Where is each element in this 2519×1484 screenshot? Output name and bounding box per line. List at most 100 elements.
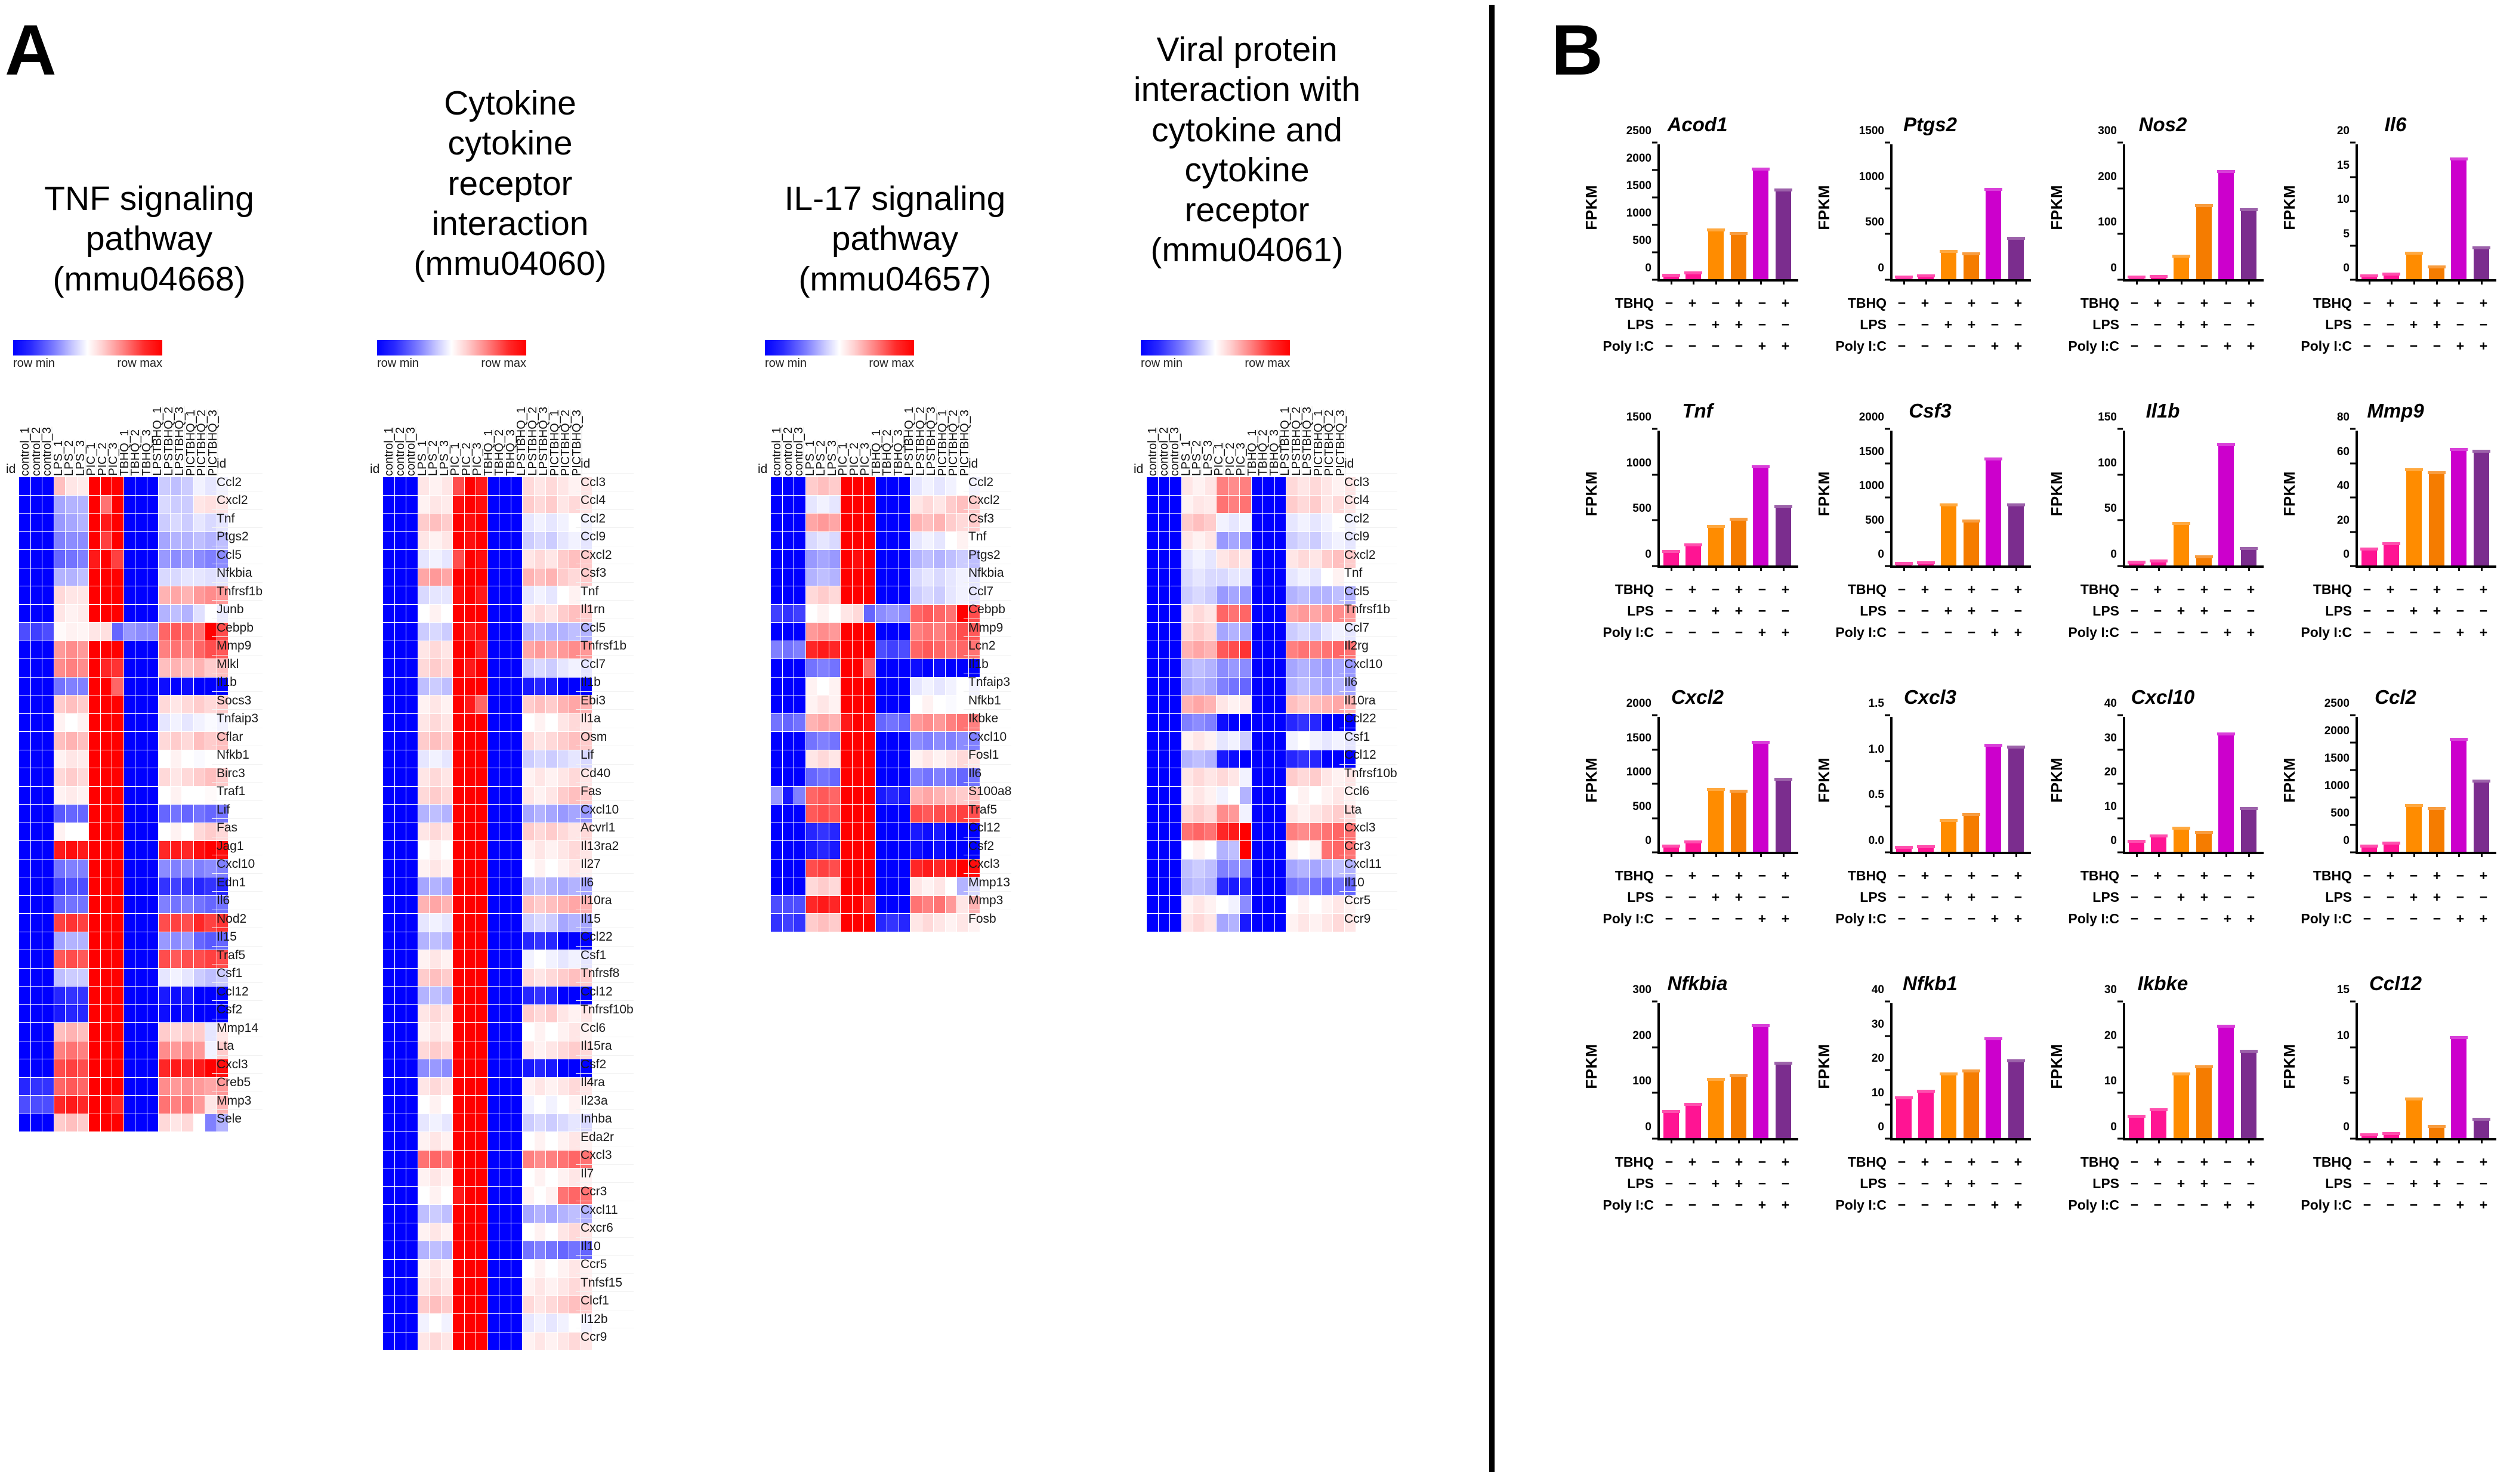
heatmap-cell [42,495,54,513]
heatmap-cell [170,786,181,804]
condition-sign: − [1781,889,1790,905]
heatmap-cell [205,568,217,586]
condition-sign: − [1944,581,1953,597]
heatmap-cell [383,1314,394,1332]
heatmap-cell [523,1223,534,1241]
bar-slot [1984,144,2003,285]
heatmap-cell [511,877,522,895]
heatmap-cell [1217,623,1228,641]
bar [2472,449,2491,565]
heatmap-cell [487,1223,499,1241]
column-header-id: id [370,462,380,476]
heatmap-cell [394,950,406,968]
heatmap-cell [89,659,100,677]
heatmap-cell [569,1296,581,1313]
heatmap-cell [487,987,499,1004]
heatmap-cell [569,1168,581,1186]
y-tick-mark [1885,428,1890,430]
heatmap-cell [77,514,88,531]
heatmap-cell [77,695,88,713]
x-tick-mark [1970,565,1972,571]
heatmap-cell [523,932,534,950]
heatmap-cell [394,1205,406,1223]
heatmap-cell [1158,604,1169,622]
gene-label-mlkl: Mlkl [212,654,263,673]
heatmap-cell [30,750,42,768]
heatmap-cell [1298,659,1309,677]
heatmap-cell [487,968,499,986]
heatmap-cell [1170,514,1181,531]
heatmap-cell [418,786,429,804]
condition-row-tbhq: TBHQ−+−+−+ [1814,1151,2046,1173]
heatmap-cell [1217,877,1228,895]
heatmap-cell [418,695,429,713]
column-header-control_3: control_3 [405,426,418,476]
gene-label-csf1: Csf1 [576,945,634,964]
y-tick-mark [2350,824,2356,826]
heatmap-cell [499,1205,511,1223]
y-tick-mark [1885,565,1890,567]
heatmap-cell [1205,750,1216,768]
heatmap-cell [441,1059,452,1077]
heatmap-cell [394,713,406,731]
heatmap-cell [464,1150,476,1168]
condition-label: TBHQ [2313,1154,2352,1170]
condition-sign: + [1711,602,1720,619]
heatmap-cell [557,786,569,804]
heatmap-cell [968,695,980,713]
y-tick-label: 1500 [1859,125,1884,137]
heatmap-cell [1321,713,1332,731]
heatmap-cell [945,550,956,568]
condition-sign: − [1665,602,1674,619]
heatmap-cell [1147,495,1158,513]
heatmap-cell [1158,768,1169,786]
heatmap-cell [1181,604,1193,622]
y-tick-label: 300 [2098,125,2117,137]
condition-sign: + [2014,581,2023,597]
condition-sign: + [1781,624,1790,640]
condition-label: TBHQ [2313,581,2352,597]
heatmap-cell [430,1296,441,1313]
heatmap-cell [1251,677,1262,695]
bar [2007,236,2026,279]
heatmap-cell [1321,786,1332,804]
heatmap-cell [557,805,569,823]
heatmap-cell [112,677,124,695]
heatmap-cell [1286,713,1298,731]
gene-label-ccl2: Ccl2 [964,472,1012,491]
gene-label-ccl3: Ccl3 [1339,472,1397,491]
heatmap-cell [1240,823,1251,840]
heatmap-cell [841,623,852,641]
heatmap-cell [135,968,147,986]
y-tick-mark [1885,279,1890,281]
heatmap-cell [476,1223,487,1241]
heatmap-cell [1251,586,1262,604]
condition-table: TBHQ−+−+−+LPS−−++−−Poly I:C−−−−++ [1814,865,2046,929]
heatmap-cell [546,1296,557,1313]
y-tick-label: 0 [1645,834,1651,847]
heatmap-cell [968,477,980,495]
bar [2472,780,2491,852]
bar [2405,252,2424,279]
error-bar [2382,542,2401,546]
heatmap-cell [782,895,794,913]
condition-sign: + [2153,581,2162,597]
heatmap-cell [487,1259,499,1277]
bar-slot [2007,717,2026,857]
condition-sign: − [1758,316,1767,332]
bar-slot [2382,144,2401,285]
column-header-lps_3: LPS_3 [437,439,451,476]
heatmap-cell [383,1077,394,1095]
heatmap-cell [77,968,88,986]
heatmap-cell [418,1114,429,1131]
heatmap-cell [441,1023,452,1041]
heatmap-cell [887,477,899,495]
heatmap-cell [394,695,406,713]
condition-sign: − [1688,316,1697,332]
heatmap-cell [1344,750,1356,768]
y-tick-mark [2117,714,2123,716]
heatmap-cell [557,950,569,968]
heatmap-cell [864,750,875,768]
